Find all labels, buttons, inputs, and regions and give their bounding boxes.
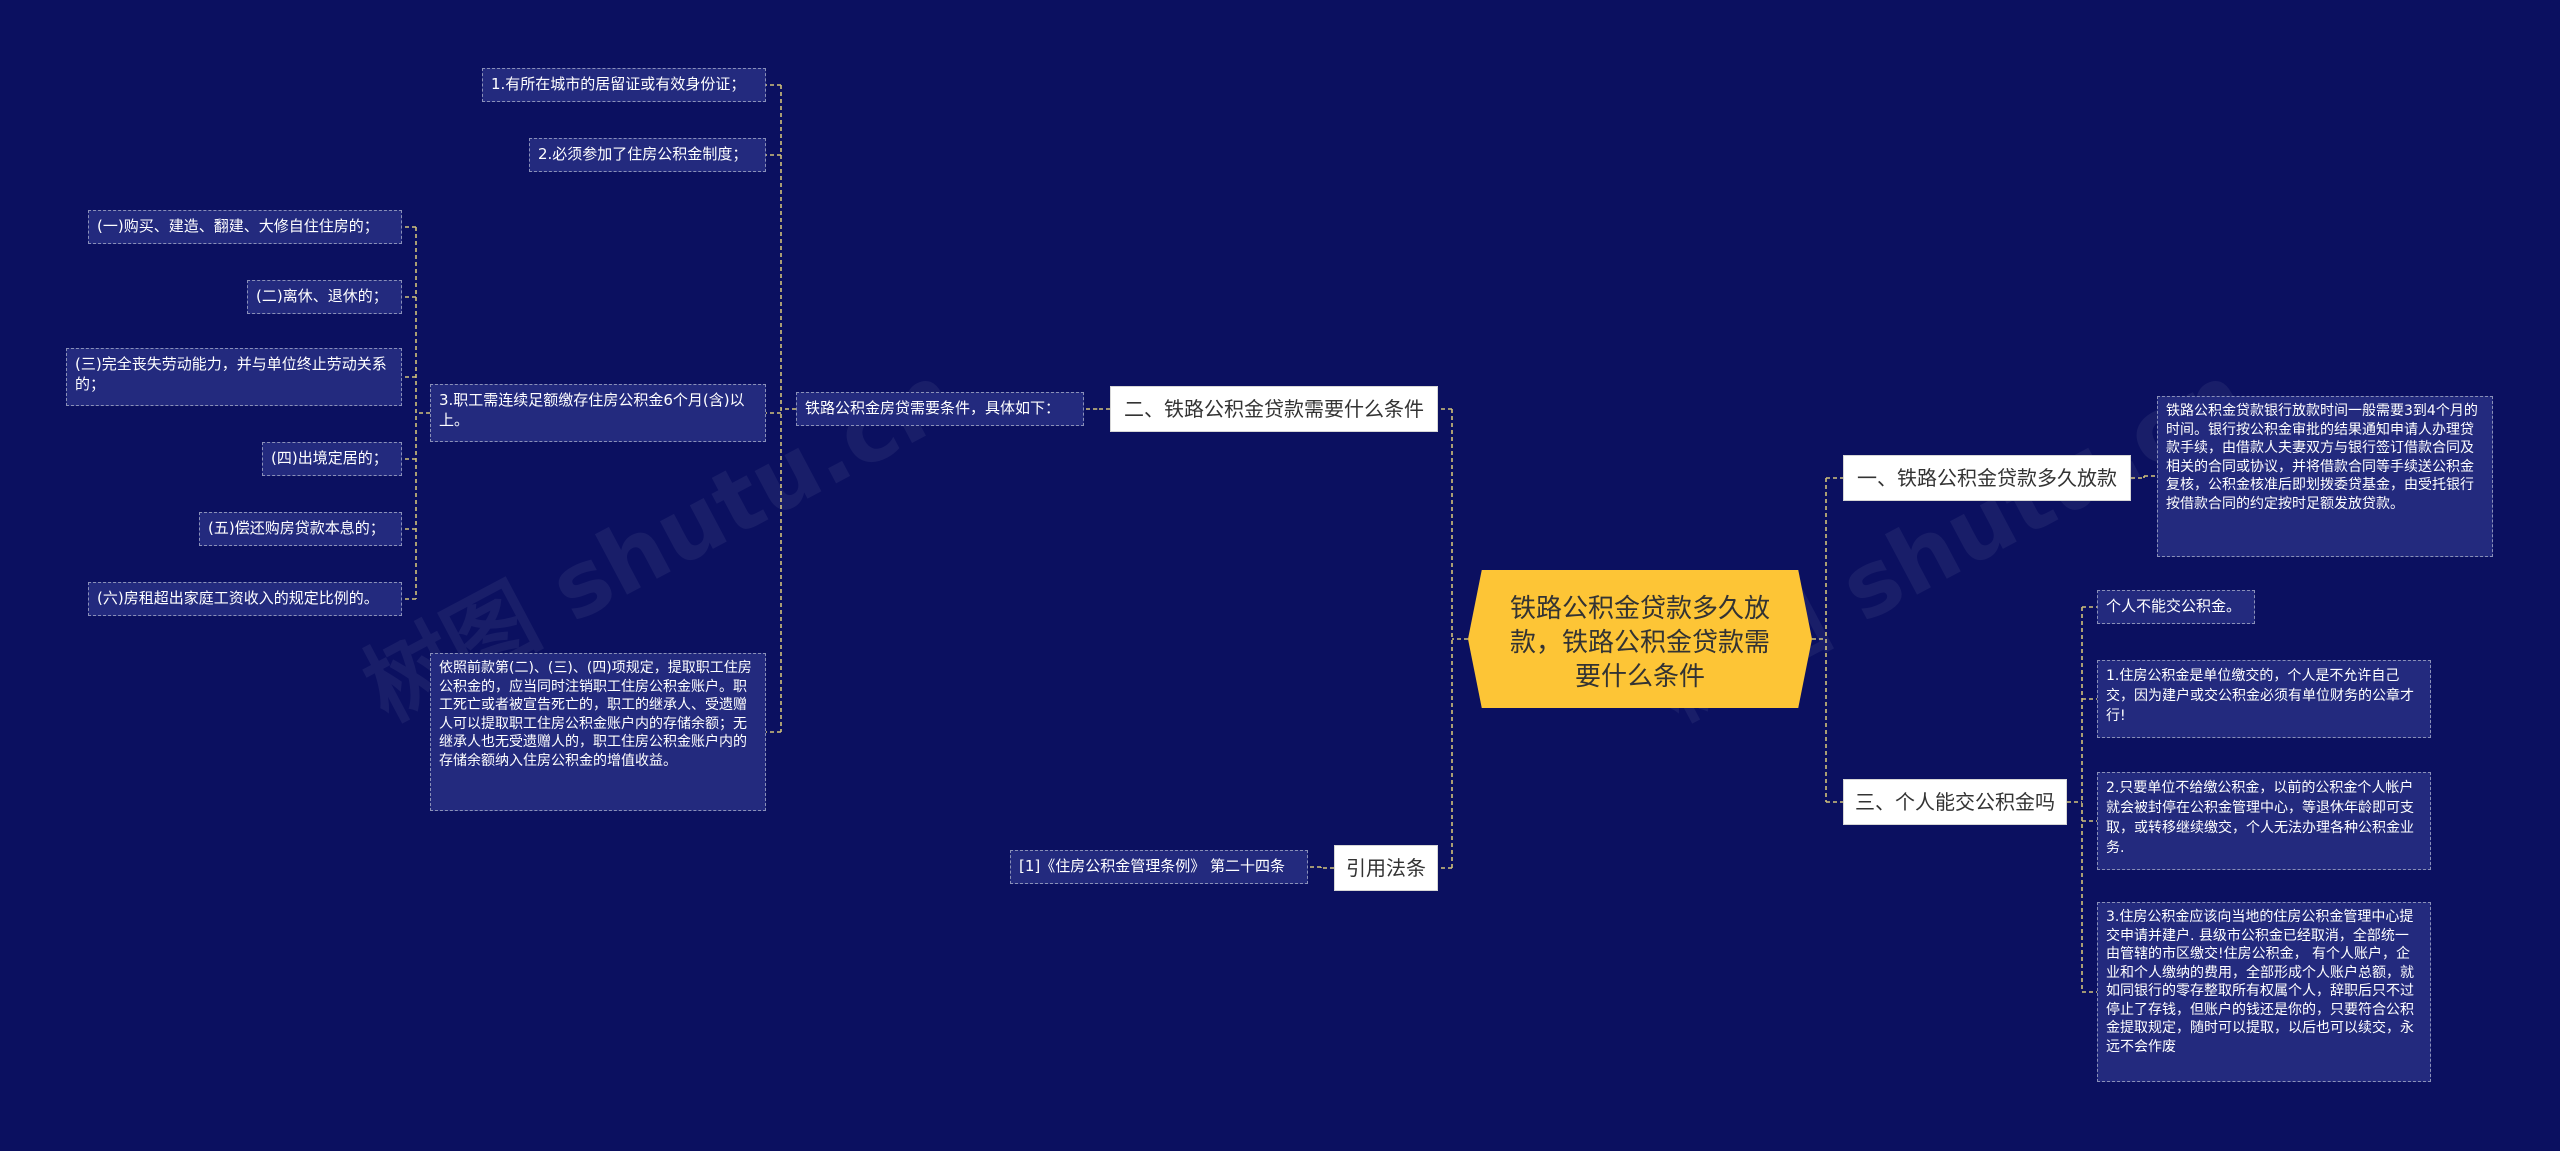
branch-loan-conditions[interactable]: 二、铁路公积金贷款需要什么条件 (1110, 386, 1438, 432)
sub-condition-item[interactable]: (六)房租超出家庭工资收入的规定比例的。 (88, 582, 402, 616)
sub-condition-item[interactable]: (一)购买、建造、翻建、大修自住住房的； (88, 210, 402, 244)
branch-citation[interactable]: 引用法条 (1334, 845, 1438, 891)
sub-condition-item[interactable]: (二)离休、退休的； (247, 280, 402, 314)
condition-item[interactable]: 3.职工需连续足额缴存住房公积金6个月(含)以上。 (430, 384, 766, 442)
condition-note[interactable]: 依照前款第(二)、(三)、(四)项规定，提取职工住房公积金的，应当同时注销职工住… (430, 653, 766, 811)
branch-loan-timing[interactable]: 一、铁路公积金贷款多久放款 (1843, 455, 2131, 501)
root-topic[interactable]: 铁路公积金贷款多久放款，铁路公积金贷款需要什么条件 (1468, 570, 1812, 708)
condition-item[interactable]: 1.有所在城市的居留证或有效身份证； (482, 68, 766, 102)
condition-item[interactable]: 2.必须参加了住房公积金制度； (529, 138, 766, 172)
conditions-intro[interactable]: 铁路公积金房贷需要条件，具体如下： (796, 392, 1084, 426)
contribution-item[interactable]: 个人不能交公积金。 (2097, 590, 2255, 624)
sub-condition-item[interactable]: (三)完全丧失劳动能力，并与单位终止劳动关系的； (66, 348, 402, 406)
contribution-item[interactable]: 2.只要单位不给缴公积金，以前的公积金个人帐户就会被封停在公积金管理中心，等退休… (2097, 772, 2431, 870)
loan-timing-detail[interactable]: 铁路公积金贷款银行放款时间一般需要3到4个月的时间。银行按公积金审批的结果通知申… (2157, 396, 2493, 557)
sub-condition-item[interactable]: (五)偿还购房贷款本息的； (199, 512, 402, 546)
sub-condition-item[interactable]: (四)出境定居的； (262, 442, 402, 476)
citation-item[interactable]: [1]《住房公积金管理条例》 第二十四条 (1010, 850, 1308, 884)
contribution-item[interactable]: 1.住房公积金是单位缴交的，个人是不允许自己交，因为建户或交公积金必须有单位财务… (2097, 660, 2431, 738)
contribution-item[interactable]: 3.住房公积金应该向当地的住房公积金管理中心提交申请并建户. 县级市公积金已经取… (2097, 902, 2431, 1082)
branch-personal-contribution[interactable]: 三、个人能交公积金吗 (1843, 779, 2067, 825)
